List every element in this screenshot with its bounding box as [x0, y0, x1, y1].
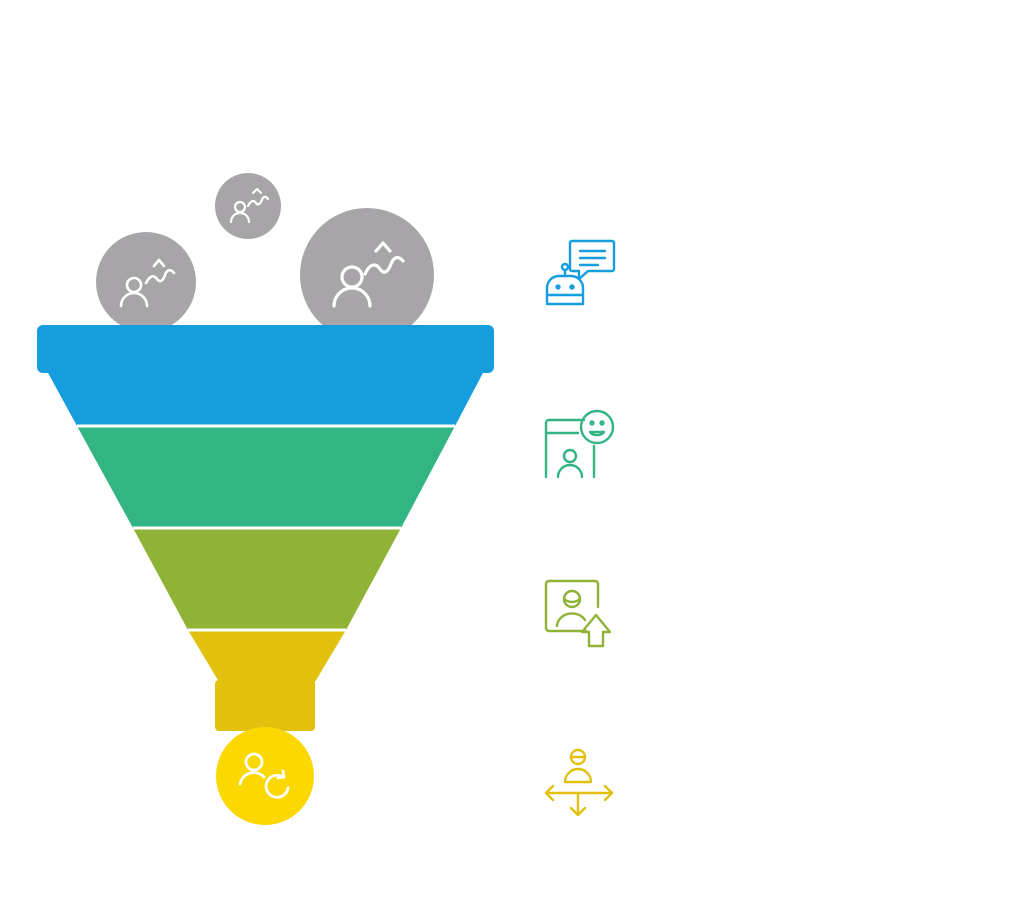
bubble-small [215, 173, 281, 239]
video-call-smiley-icon [544, 409, 615, 479]
chatbot-icon [545, 239, 616, 306]
bubble-right-circle [300, 208, 434, 342]
bubble-right [300, 208, 434, 342]
bubble-left [96, 232, 196, 332]
user-upgrade-icon [544, 579, 612, 648]
funnel-rim [37, 325, 494, 373]
user-swap-icon [119, 258, 176, 308]
funnel-output [216, 727, 314, 825]
funnel-tier-1 [47, 371, 484, 426]
funnel-tier-2 [77, 426, 455, 528]
user-growth-arrows-icon [544, 748, 614, 817]
output-circle [216, 727, 314, 825]
user-swap-icon [332, 241, 405, 308]
user-refresh-icon [238, 752, 290, 799]
funnel-spout [215, 680, 315, 731]
funnel [37, 325, 494, 731]
funnel-tier-4 [188, 630, 346, 682]
user-swap-icon [229, 187, 270, 224]
funnel-tier-3 [133, 528, 401, 630]
